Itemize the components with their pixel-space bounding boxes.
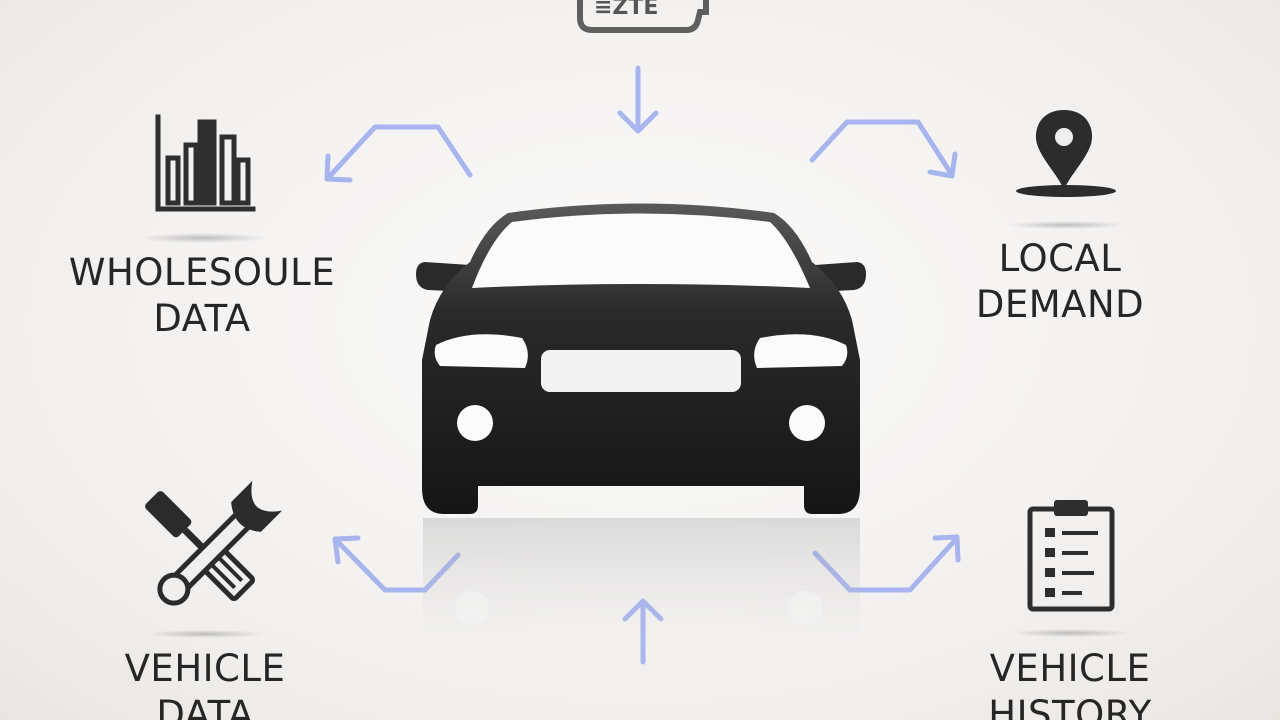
wholesale-data-label: WHOLESOULE DATA (52, 250, 352, 342)
bar-chart-icon (155, 114, 256, 212)
vehicle-data-label-line2: DATA (156, 693, 254, 720)
arrow-to-local-demand (809, 119, 958, 179)
vehicle-data-label-line1: VEHICLE (124, 647, 286, 690)
wrench-screwdriver-icon (145, 480, 283, 606)
vehicle-history-label: VEHICLE HISTORY (950, 646, 1190, 720)
car-front-icon (416, 203, 866, 514)
arrow-to-wholesale (324, 124, 473, 183)
vehicle-data-label: VEHICLE DATA (90, 646, 320, 720)
local-demand-label-line2: DEMAND (975, 283, 1145, 326)
map-pin-icon (1016, 110, 1116, 197)
price-tag-icon: ≡ZTE (577, 0, 709, 33)
wholesale-data-label-line2: DATA (153, 297, 251, 340)
local-demand-label-line1: LOCAL (998, 237, 1122, 280)
arrow-from-price (617, 65, 659, 134)
price-tag-glyphs: ≡ZTE (594, 0, 658, 20)
car-reflection (423, 518, 860, 672)
vehicle-history-label-line1: VEHICLE (989, 647, 1151, 690)
vehicle-history-label-line2: HISTORY (988, 693, 1152, 720)
clipboard-checklist-icon (1027, 500, 1115, 612)
wholesale-data-label-line1: WHOLESOULE (68, 251, 336, 294)
local-demand-label: LOCAL DEMAND (940, 236, 1180, 328)
